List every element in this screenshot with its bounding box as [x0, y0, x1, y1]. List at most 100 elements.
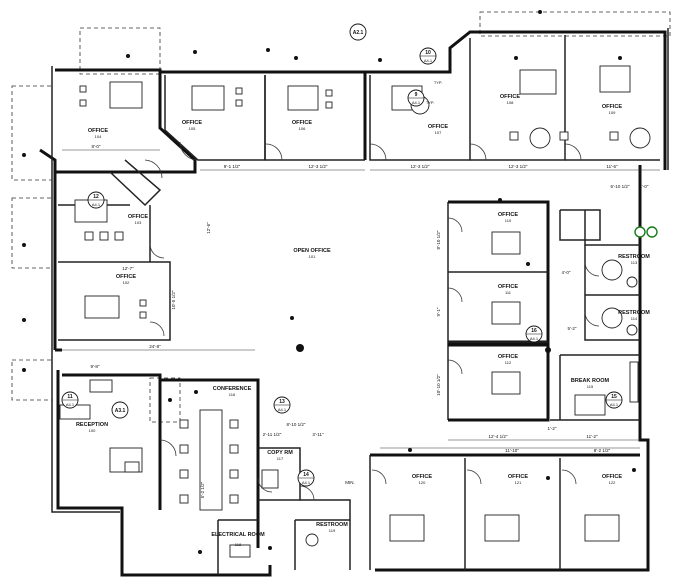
- dim-label: 12'-4 1/2": [489, 434, 508, 439]
- room-label: ELECTRICAL ROOM: [211, 532, 265, 538]
- room-tag: 121: [515, 480, 522, 485]
- marker-sheet: A4.1: [530, 336, 539, 341]
- room-tag: 104: [95, 134, 102, 139]
- room-label: OFFICE: [116, 274, 136, 280]
- room-label: RESTROOM: [618, 310, 650, 316]
- room-label: OFFICE: [88, 128, 108, 134]
- room-tag: 110: [505, 218, 512, 223]
- room-label: OFFICE: [498, 284, 518, 290]
- dim-label: 2'-11 1/2": [263, 432, 282, 437]
- room-tag: 115: [587, 384, 594, 389]
- marker-sheet: A4.1: [424, 58, 433, 63]
- marker-sheet: A4.1: [66, 402, 75, 407]
- top-offices: [109, 35, 660, 207]
- dim-label: 10'-10 1/2": [436, 374, 441, 396]
- dim-label: 12'-3 1/2": [509, 164, 528, 169]
- core-rooms: [62, 373, 351, 575]
- room-label: RESTROOM: [316, 522, 348, 528]
- room-label: COPY RM: [267, 450, 293, 456]
- west-offices: [58, 204, 171, 341]
- room-tag: 109: [609, 110, 616, 115]
- typ-note: TYP.: [434, 80, 442, 85]
- room-label: CONFERENCE: [213, 386, 252, 392]
- dim-label: 24'-8": [149, 344, 161, 349]
- dim-label: 10'-5 1/2": [171, 290, 176, 309]
- dim-label: 9'-1": [436, 307, 441, 316]
- room-label: OFFICE: [182, 120, 202, 126]
- room-tag: 105: [189, 126, 196, 131]
- dim-label: 12'-3 1/2": [309, 164, 328, 169]
- dim-label: 11'-6": [606, 164, 618, 169]
- room-label: RECEPTION: [76, 422, 108, 428]
- marker-label: 12: [93, 194, 99, 200]
- detail-markers: A2.1 10 A4.1 9 A4.1 TYP. TYP. 12 A4.1 11…: [61, 23, 658, 487]
- room-tag: 111: [505, 290, 512, 295]
- room-tag: 106: [299, 126, 306, 131]
- dimension-labels: 8'-0" 9'-1 1/2" 12'-3 1/2" 12'-3 1/2" 12…: [91, 144, 649, 498]
- dim-label: 9'-8": [91, 364, 100, 369]
- marker-sheet: A4.1: [412, 100, 421, 105]
- dim-label: 11'-2": [586, 434, 598, 439]
- furniture: [59, 65, 651, 558]
- room-label: RESTROOM: [618, 254, 650, 260]
- room-label: OFFICE: [498, 354, 518, 360]
- room-tag: 117: [277, 456, 284, 461]
- room-label: OFFICE: [428, 124, 448, 130]
- marker-label: A3.1: [115, 408, 126, 414]
- room-label: OFFICE: [412, 474, 432, 480]
- dim-label: 8'-10 1/2": [287, 422, 306, 427]
- room-label: OFFICE: [128, 214, 148, 220]
- room-tag: 118: [235, 542, 242, 547]
- marker-label: 16: [531, 328, 537, 334]
- room-tag: 101: [309, 254, 316, 259]
- typ-note: TYP.: [426, 100, 434, 105]
- room-label: OFFICE: [292, 120, 312, 126]
- marker-label: 14: [303, 472, 309, 478]
- dim-label: 3'-11": [312, 432, 324, 437]
- room-tag: 112: [505, 360, 512, 365]
- marker-sheet: A4.1: [278, 407, 287, 412]
- exterior-walls: [39, 28, 669, 577]
- room-tag: 107: [435, 130, 442, 135]
- dimension-lines: [62, 149, 660, 449]
- dim-label: 11'-10": [505, 448, 519, 453]
- room-tag: 114: [631, 316, 638, 321]
- dim-label: 8'-10 1/2": [436, 230, 441, 249]
- marker-label: 10: [425, 50, 431, 56]
- dim-label: 5'-2 1/2": [200, 481, 205, 498]
- room-tag: 122: [609, 480, 616, 485]
- dim-label: MIN.: [345, 480, 355, 485]
- room-label: OFFICE: [508, 474, 528, 480]
- dim-label: 12'-7": [122, 266, 134, 271]
- room-label: OFFICE: [602, 474, 622, 480]
- room-tag: 116: [229, 392, 236, 397]
- dim-label: 12'-6": [206, 222, 211, 234]
- room-tag: 100: [89, 428, 96, 433]
- dim-label: 9'-1 1/2": [224, 164, 241, 169]
- room-tag: 113: [631, 260, 638, 265]
- dim-label: 4'-0": [640, 184, 649, 189]
- room-labels: OFFICE 104 OFFICE 105 OFFICE 106 OFFICE …: [76, 94, 650, 547]
- dim-label: 4'-0": [562, 270, 571, 275]
- marker-label: 13: [279, 399, 285, 405]
- dim-label: 6'-10 1/2": [611, 184, 630, 189]
- dim-label: 12'-3 1/2": [411, 164, 430, 169]
- marker-sheet: A4.1: [610, 402, 619, 407]
- room-tag: 119: [329, 528, 336, 533]
- room-label: OFFICE: [498, 212, 518, 218]
- room-label: OFFICE: [602, 104, 622, 110]
- marker-label: 11: [67, 394, 73, 400]
- south-offices: [369, 453, 640, 570]
- marker-label: 9: [415, 92, 418, 98]
- dim-label: 8'-0": [92, 144, 101, 149]
- room-tag: 120: [419, 480, 426, 485]
- device-symbols: [22, 10, 636, 554]
- marker-sheet: A4.1: [302, 480, 311, 485]
- marker-label: A2.1: [353, 30, 364, 36]
- marker-label: 15: [611, 394, 617, 400]
- room-tag: 103: [135, 220, 142, 225]
- dim-label: 8'-2 1/2": [594, 448, 611, 453]
- marker-sheet: A4.1: [92, 202, 101, 207]
- room-label: OFFICE: [500, 94, 520, 100]
